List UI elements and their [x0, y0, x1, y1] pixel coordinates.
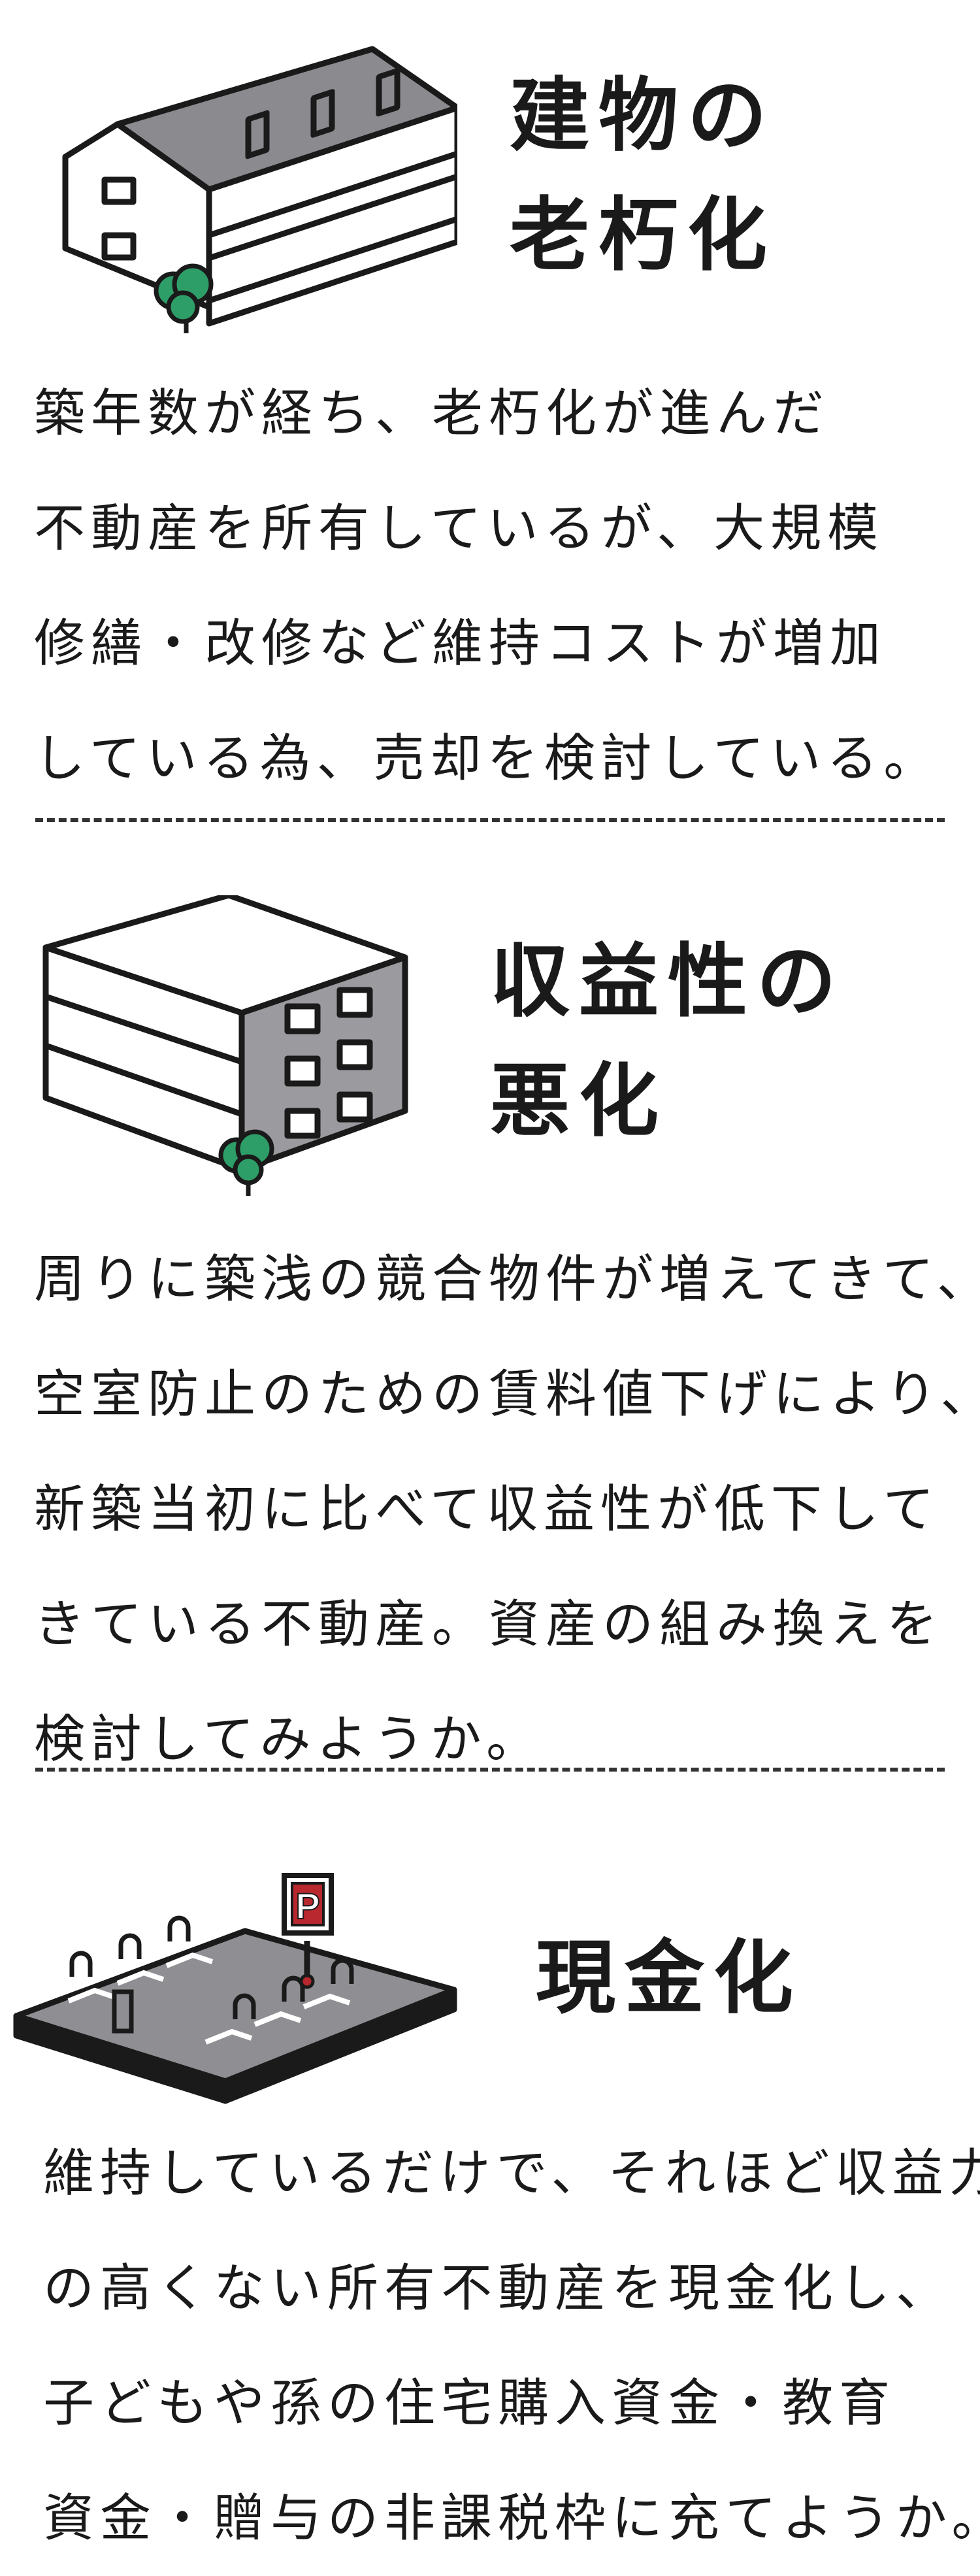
section-description: 維持しているだけで、それほど収益力 の高くない所有不動産を現金化し、 子どもや孫… — [43, 2116, 980, 2576]
title-line: 収益性の — [490, 934, 845, 1028]
title-line: 悪化 — [490, 1053, 668, 1148]
parking-lot-icon: P — [13, 1873, 457, 2104]
description-line: 修繕・改修など維持コストが増加 — [34, 614, 887, 673]
description-line: 維持しているだけで、それほど収益力 — [43, 2144, 980, 2203]
title-line: 現金化 — [536, 1930, 802, 2024]
dashed-divider — [35, 1768, 945, 1772]
description-line: 検討してみようか。 — [34, 1710, 544, 1769]
apartment-building-icon — [42, 895, 408, 1196]
section-title: 建物の 老朽化 — [510, 56, 776, 295]
title-line: 老朽化 — [510, 188, 776, 282]
description-line: の高くない所有不動産を現金化し、 — [43, 2259, 953, 2318]
description-line: 不動産を所有しているが、大規模 — [34, 499, 885, 558]
parking-sign-icon: P — [282, 1873, 334, 1936]
section-title: 収益性の 悪化 — [490, 921, 845, 1161]
description-line: 空室防止のための賃料値下げにより、 — [34, 1365, 980, 1424]
description-line: 子どもや孫の住宅購入資金・教育 — [43, 2374, 896, 2433]
description-line: している為、売却を検討している。 — [34, 729, 941, 788]
description-line: 新築当初に比べて収益性が低下して — [34, 1480, 940, 1539]
description-line: 築年数が経ち、老朽化が進んだ — [34, 384, 830, 443]
dashed-divider — [35, 818, 945, 822]
section-description: 築年数が経ち、老朽化が進んだ 不動産を所有しているが、大規模 修繕・改修など維持… — [34, 356, 940, 816]
parking-sign-letter: P — [295, 1885, 319, 1926]
description-line: きている不動産。資産の組み換えを — [34, 1595, 944, 1654]
title-line: 建物の — [510, 68, 776, 162]
house-building-icon — [62, 46, 457, 333]
section-title: 現金化 — [536, 1918, 802, 2038]
description-line: 資金・贈与の非課税枠に充てようか。 — [43, 2489, 980, 2548]
section-description: 周りに築浅の競合物件が増えてきて、 空室防止のための賃料値下げにより、 新築当初… — [34, 1222, 980, 1797]
description-line: 周りに築浅の競合物件が増えてきて、 — [34, 1250, 980, 1309]
